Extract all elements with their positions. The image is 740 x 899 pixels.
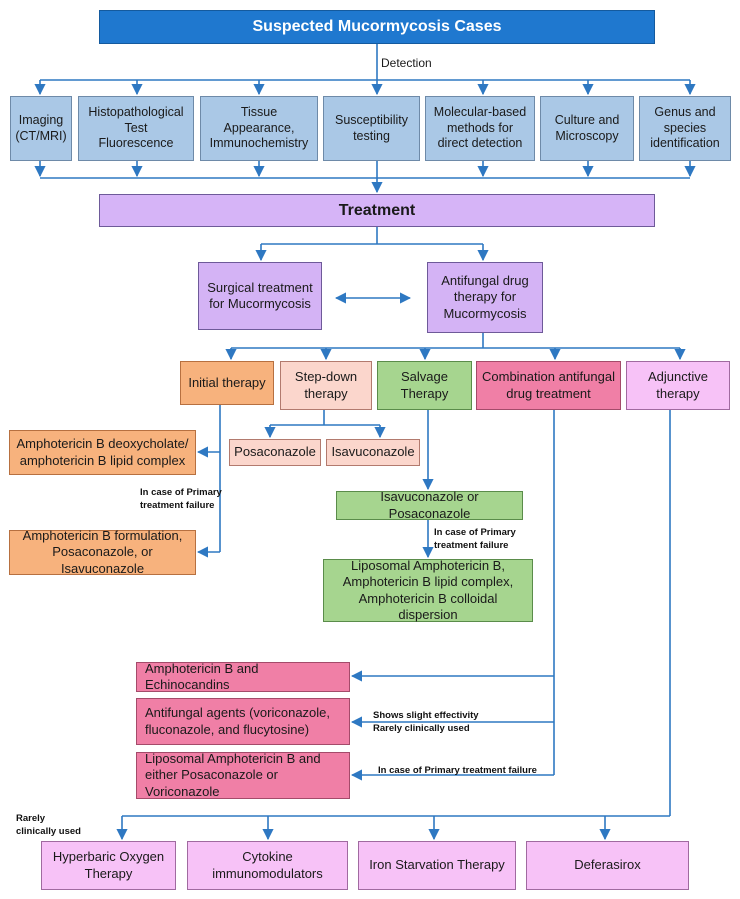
- page-title: Suspected Mucormycosis Cases: [99, 10, 655, 44]
- salvage-therapy: Salvage Therapy: [377, 361, 472, 410]
- initial-failure-note: In case of Primary treatment failure: [140, 487, 222, 511]
- adjunctive-cytokine: Cytokine immunomodulators: [187, 841, 348, 890]
- salvage-first-line: Isavuconazole or Posaconazole: [336, 489, 523, 521]
- initial-second-line: Amphotericin B formulation, Posaconazole…: [9, 528, 196, 576]
- adjunctive-therapy: Adjunctive therapy: [626, 361, 730, 410]
- combination-option-1: Amphotericin B and Echinocandins: [136, 661, 350, 692]
- adjunctive-deferasirox: Deferasirox: [526, 841, 689, 890]
- detection-histopathology: Histopathological Test Fluorescence: [78, 96, 194, 161]
- salvage-second-line: Liposomal Amphotericin B, Amphotericin B…: [323, 558, 533, 622]
- stepdown-posaconazole: Posaconazole: [229, 439, 321, 466]
- stepdown-therapy: Step-down therapy: [280, 361, 372, 410]
- rarely-used-note: Rarely clinically used: [16, 813, 81, 837]
- combination-treatment: Combination antifungal drug treatment: [476, 361, 621, 410]
- detection-label: Detection: [381, 56, 432, 70]
- antifungal-therapy: Antifungal drug therapy for Mucormycosis: [427, 262, 543, 333]
- detection-molecular: Molecular-based methods for direct detec…: [425, 96, 535, 161]
- combination-failure-note: In case of Primary treatment failure: [378, 765, 537, 776]
- slight-effectivity-note: Shows slight effectivity Rarely clinical…: [373, 710, 479, 734]
- detection-imaging: Imaging (CT/MRI): [10, 96, 72, 161]
- adjunctive-hyperbaric: Hyperbaric Oxygen Therapy: [41, 841, 176, 890]
- combination-option-3: Liposomal Amphotericin B and either Posa…: [136, 751, 350, 799]
- surgical-treatment: Surgical treatment for Mucormycosis: [198, 262, 322, 330]
- stepdown-isavuconazole: Isavuconazole: [326, 439, 420, 466]
- initial-first-line: Amphotericin B deoxycholate/ amphoterici…: [9, 430, 196, 475]
- detection-genus: Genus and species identification: [639, 96, 731, 161]
- salvage-failure-note: In case of Primary treatment failure: [434, 527, 516, 551]
- detection-culture: Culture and Microscopy: [540, 96, 634, 161]
- detection-tissue: Tissue Appearance, Immunochemistry: [200, 96, 318, 161]
- initial-therapy: Initial therapy: [180, 361, 274, 405]
- adjunctive-iron: Iron Starvation Therapy: [358, 841, 516, 890]
- combination-option-2: Antifungal agents (voriconazole, flucona…: [136, 698, 350, 745]
- treatment-header: Treatment: [99, 194, 655, 227]
- detection-susceptibility: Susceptibility testing: [323, 96, 420, 161]
